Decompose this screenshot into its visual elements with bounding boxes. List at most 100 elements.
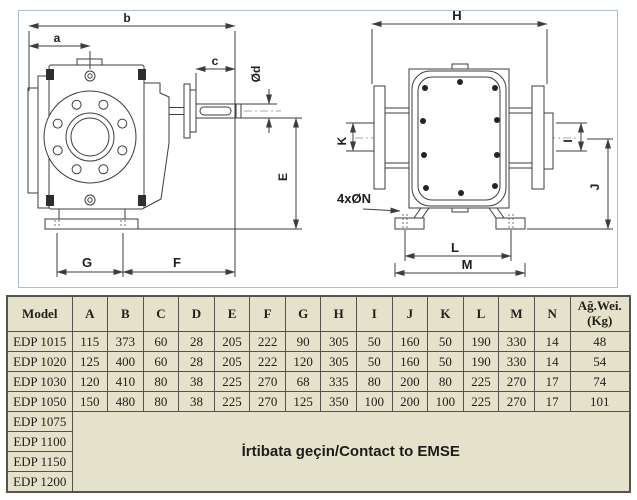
- mounting-foot: [44, 218, 139, 230]
- value-cell: 480: [107, 391, 144, 412]
- value-cell: 225: [213, 371, 251, 392]
- value-cell: 225: [213, 391, 251, 412]
- column-header: D: [178, 295, 215, 332]
- value-cell: 150: [71, 391, 109, 412]
- value-cell: 205: [213, 331, 251, 352]
- value-cell: 80: [142, 391, 180, 412]
- value-cell: 17: [533, 371, 571, 392]
- value-cell: 50: [356, 351, 393, 372]
- value-cell: 125: [71, 351, 109, 372]
- model-cell: EDP 1015: [6, 331, 73, 352]
- column-header: J: [391, 295, 429, 332]
- column-header: C: [142, 295, 180, 332]
- dim-label-l: L: [451, 240, 459, 255]
- column-header: H: [320, 295, 357, 332]
- value-cell: 68: [284, 371, 322, 392]
- dim-label-e: E: [276, 173, 290, 181]
- value-cell: 120: [284, 351, 322, 372]
- value-cell: 190: [462, 351, 500, 372]
- suction-flange: [43, 90, 137, 184]
- column-header: I: [356, 295, 393, 332]
- dim-label-b: b: [123, 11, 130, 25]
- value-cell: 80: [356, 371, 393, 392]
- mounting-foot-right: [495, 217, 526, 230]
- value-cell: 270: [249, 391, 286, 412]
- value-cell: 54: [569, 351, 631, 372]
- pump-side-view: H K I J 4xØN: [335, 11, 613, 277]
- dim-label-foot-holes: 4xØN: [337, 191, 371, 206]
- column-header: L: [462, 295, 500, 332]
- value-cell: 80: [142, 371, 180, 392]
- dim-label-a: a: [54, 31, 61, 45]
- value-cell: 160: [391, 351, 429, 372]
- value-cell: 90: [284, 331, 322, 352]
- port-flange-right: [508, 107, 533, 169]
- value-cell: 270: [498, 371, 535, 392]
- dim-label-j: J: [588, 184, 602, 191]
- pump-drawing-svg: b a c Ød E: [27, 11, 613, 277]
- value-cell: 17: [533, 391, 571, 412]
- model-cell: EDP 1200: [6, 471, 73, 493]
- model-cell: EDP 1075: [6, 411, 73, 432]
- column-header: Model: [6, 295, 73, 332]
- model-cell: EDP 1100: [6, 431, 73, 452]
- pump-front-view: b a c Ød E: [27, 11, 302, 277]
- value-cell: 14: [533, 331, 571, 352]
- value-cell: 60: [142, 351, 180, 372]
- drive-shaft: [195, 103, 242, 119]
- column-header: E: [213, 295, 251, 332]
- column-header: B: [107, 295, 144, 332]
- value-cell: 400: [107, 351, 144, 372]
- value-cell: 50: [427, 331, 464, 352]
- model-cell: EDP 1030: [6, 371, 73, 392]
- mounting-foot-left: [394, 217, 425, 230]
- value-cell: 28: [178, 351, 215, 372]
- value-cell: 200: [391, 391, 429, 412]
- value-cell: 335: [320, 371, 357, 392]
- value-cell: 38: [178, 391, 215, 412]
- contact-message-cell: İrtibata geçin/Contact to EMSE: [71, 411, 631, 493]
- value-cell: 200: [391, 371, 429, 392]
- value-cell: 125: [284, 391, 322, 412]
- value-cell: 80: [427, 371, 464, 392]
- column-header: G: [284, 295, 322, 332]
- value-cell: 120: [71, 371, 109, 392]
- model-cell: EDP 1020: [6, 351, 73, 372]
- value-cell: 50: [427, 351, 464, 372]
- value-cell: 305: [320, 331, 357, 352]
- value-cell: 330: [498, 331, 535, 352]
- table-row: EDP 1200: [6, 471, 630, 493]
- dim-label-h: H: [452, 11, 461, 23]
- value-cell: 330: [498, 351, 535, 372]
- port-flange-left: [384, 107, 410, 169]
- value-cell: 100: [427, 391, 464, 412]
- value-cell: 305: [320, 351, 357, 372]
- table-row: EDP 1150: [6, 451, 630, 472]
- value-cell: 115: [71, 331, 109, 352]
- column-header: K: [427, 295, 464, 332]
- value-cell: 28: [178, 331, 215, 352]
- value-cell: 350: [320, 391, 357, 412]
- value-cell: 222: [249, 351, 286, 372]
- column-header: Ağ.Wei. (Kg): [569, 295, 631, 332]
- value-cell: 270: [249, 371, 286, 392]
- value-cell: 225: [462, 371, 500, 392]
- dimension-drawing: b a c Ød E: [18, 10, 618, 288]
- value-cell: 101: [569, 391, 631, 412]
- value-cell: 50: [356, 331, 393, 352]
- column-header: M: [498, 295, 535, 332]
- value-cell: 270: [498, 391, 535, 412]
- dim-label-f: F: [173, 255, 181, 270]
- value-cell: 410: [107, 371, 144, 392]
- column-header: A: [71, 295, 109, 332]
- dim-label-k: K: [335, 136, 349, 145]
- dim-label-i: I: [561, 139, 575, 142]
- value-cell: 60: [142, 331, 180, 352]
- value-cell: 373: [107, 331, 144, 352]
- column-header: F: [249, 295, 286, 332]
- value-cell: 38: [178, 371, 215, 392]
